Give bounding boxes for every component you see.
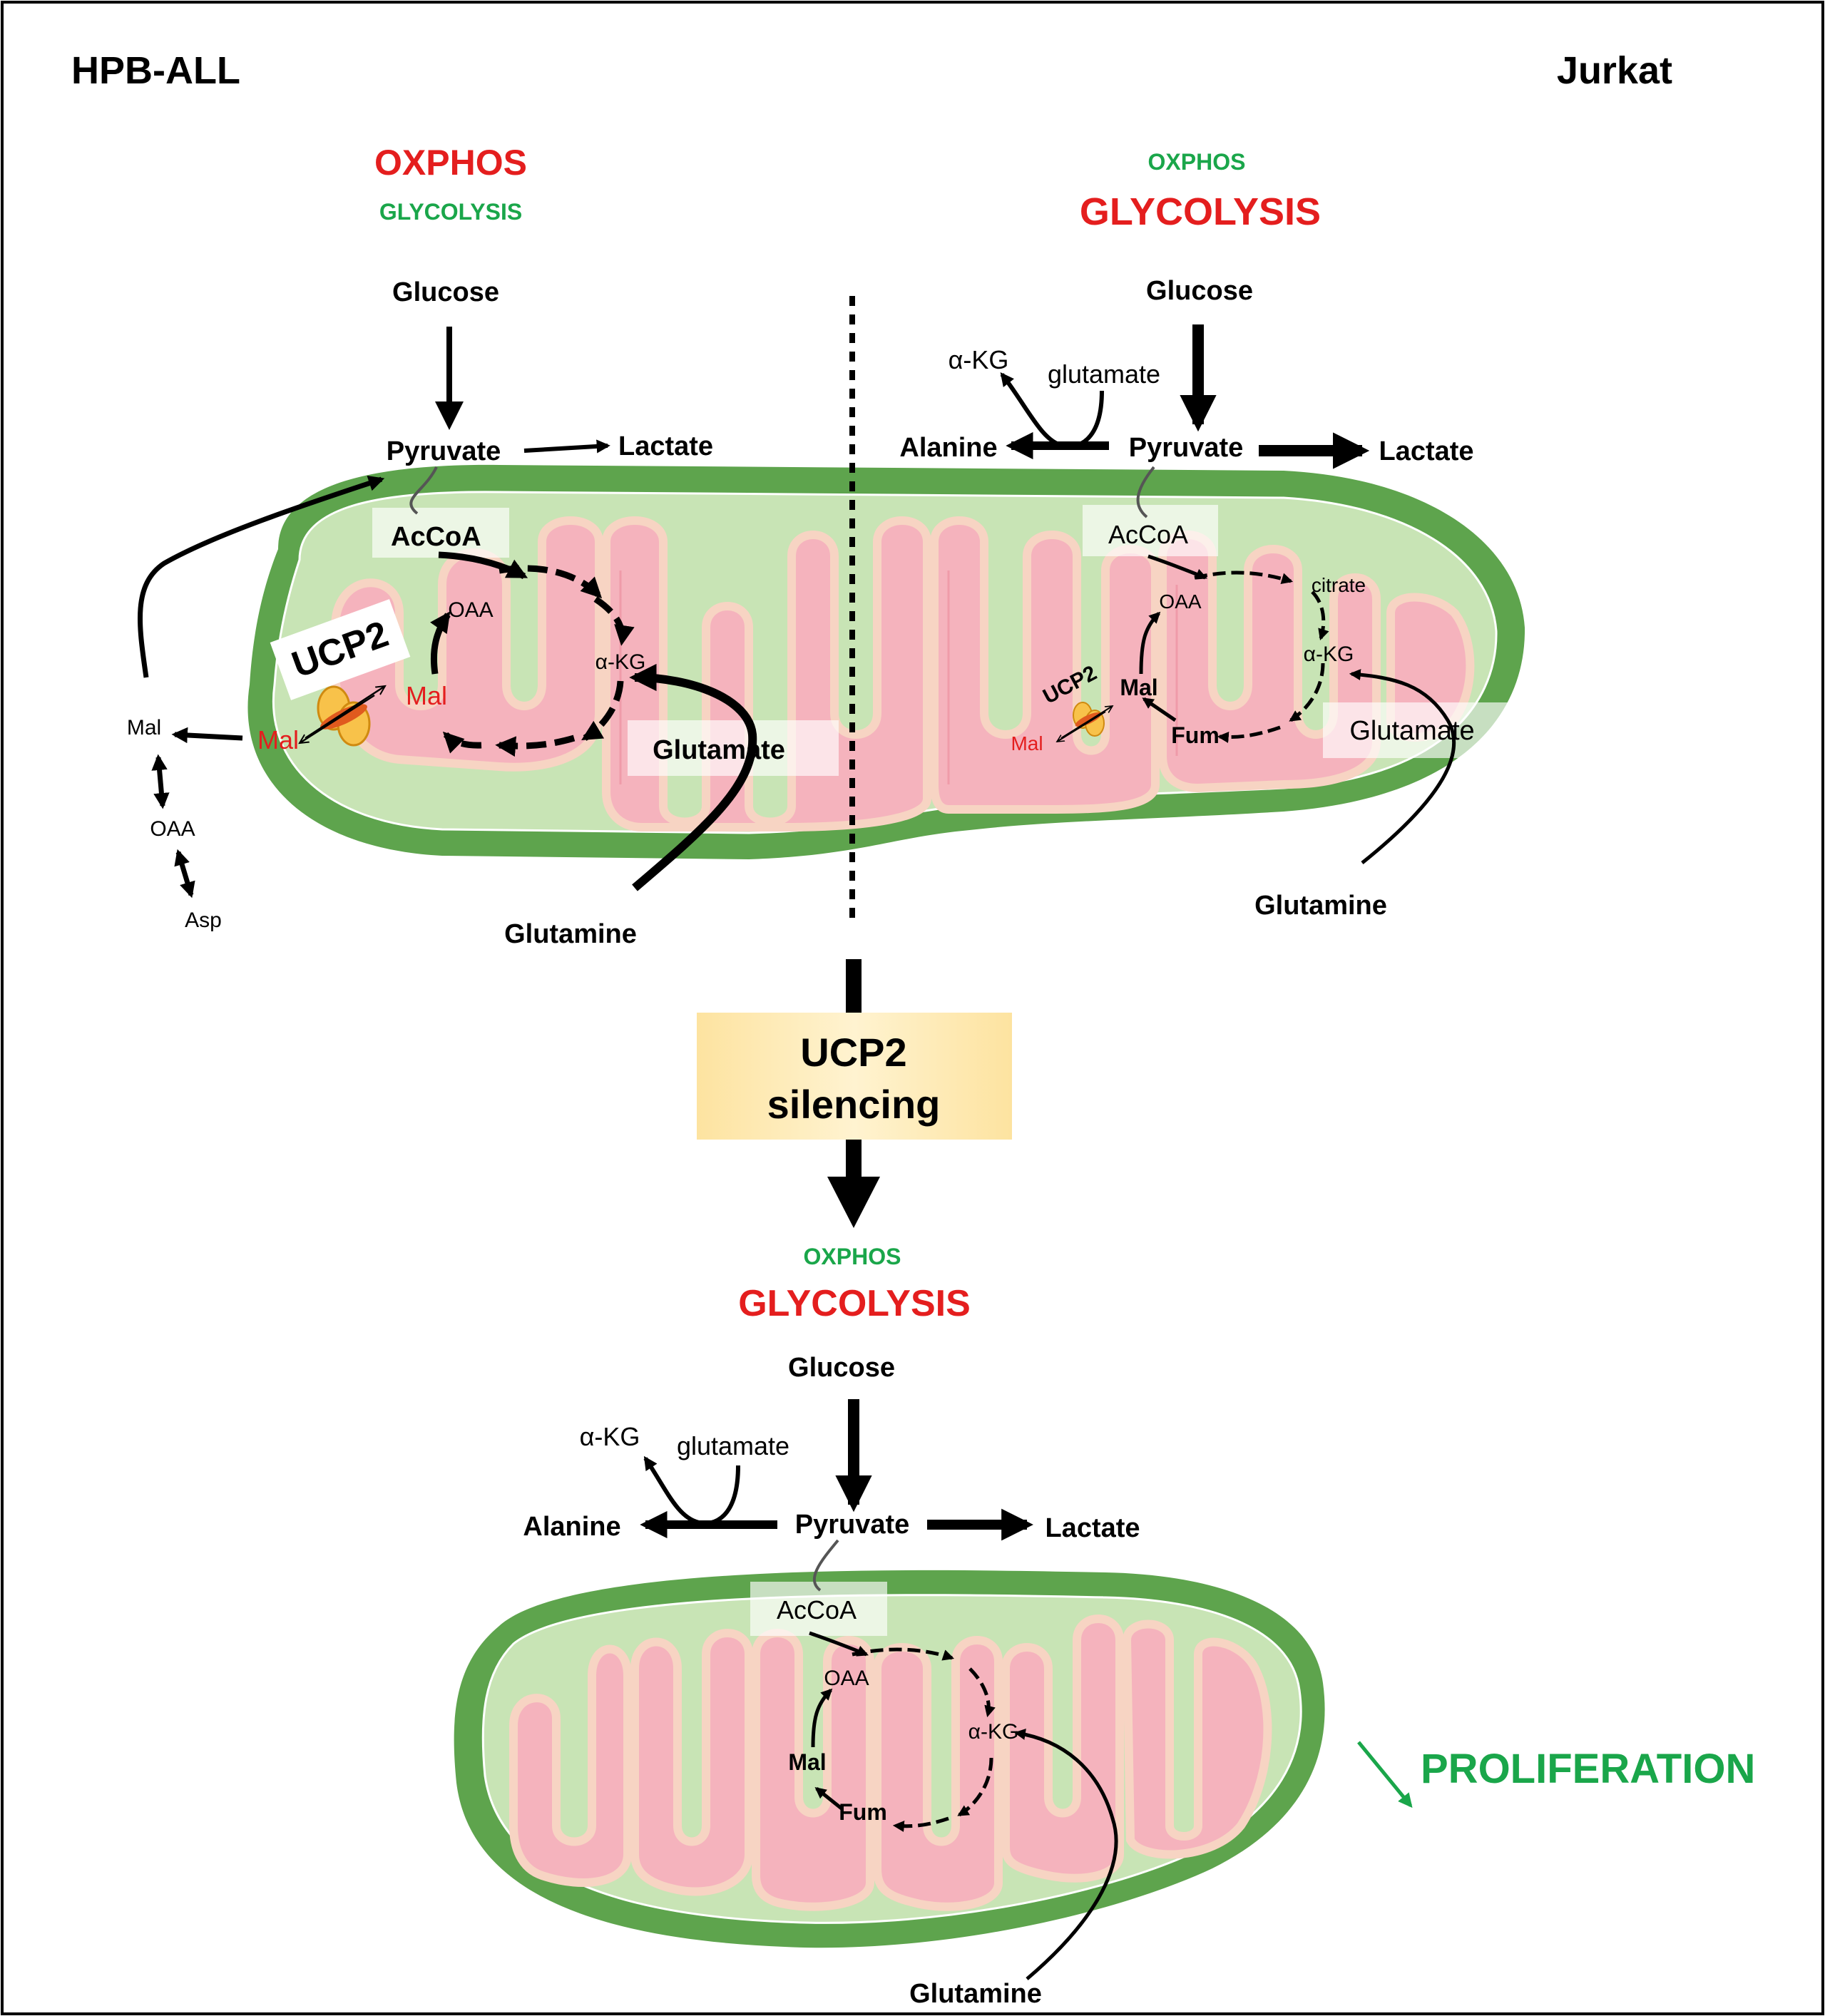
left-akg-label: α-KG xyxy=(595,650,646,674)
bottom-accoa-label: AcCoA xyxy=(777,1595,857,1624)
right-glutamine-label: Glutamine xyxy=(1254,891,1387,921)
right-cell-line-label: Jurkat xyxy=(1557,49,1672,92)
proliferation-down-arrow xyxy=(1357,1741,1413,1808)
right-panel: Jurkat OXPHOS GLYCOLYSIS Glucose α-KG gl… xyxy=(899,49,1672,921)
left-oxphos-label: OXPHOS xyxy=(374,143,527,183)
left-mal-membrane-label: Mal xyxy=(257,725,299,754)
bottom-panel: OXPHOS GLYCOLYSIS Glucose α-KG glutamate… xyxy=(523,1244,1755,2009)
bottom-glutamine-label: Glutamine xyxy=(909,1979,1042,2009)
bottom-glucose-label: Glucose xyxy=(788,1353,895,1383)
right-oaa-label: OAA xyxy=(1159,590,1201,613)
right-glycolysis-label: GLYCOLYSIS xyxy=(1080,190,1321,233)
right-pyruvate-label: Pyruvate xyxy=(1129,433,1244,463)
left-panel: HPB-ALL OXPHOS GLYCOLYSIS Glucose Pyruva… xyxy=(71,49,839,949)
bottom-lactate-label: Lactate xyxy=(1045,1513,1140,1543)
bottom-glycolysis-label: GLYCOLYSIS xyxy=(738,1283,971,1324)
bottom-fum-label: Fum xyxy=(839,1799,887,1825)
top-mito-cristae xyxy=(331,516,1475,832)
right-mal-membrane-label: Mal xyxy=(1011,732,1043,754)
right-akg-cyto-label: α-KG xyxy=(949,345,1009,374)
left-glycolysis-label: GLYCOLYSIS xyxy=(379,199,522,225)
left-cell-line-label: HPB-ALL xyxy=(71,49,240,92)
left-glutamate-label: Glutamate xyxy=(653,735,785,765)
left-accoa-label: AcCoA xyxy=(391,522,481,552)
left-pyruvate-label: Pyruvate xyxy=(387,436,501,466)
bottom-akg-label: α-KG xyxy=(968,1720,1019,1744)
right-alanine-label: Alanine xyxy=(899,433,997,463)
left-glutamine-label: Glutamine xyxy=(504,919,637,949)
left-mal-cytosol-label: Mal xyxy=(127,716,161,740)
right-mal-label: Mal xyxy=(1120,675,1157,700)
bottom-oaa-label: OAA xyxy=(824,1667,869,1690)
bottom-mal-label: Mal xyxy=(788,1749,826,1775)
left-asp-label: Asp xyxy=(185,909,222,932)
right-glucose-label: Glucose xyxy=(1146,276,1253,306)
left-lactate-label: Lactate xyxy=(618,431,713,461)
right-fum-label: Fum xyxy=(1171,722,1220,748)
right-oxphos-label: OXPHOS xyxy=(1148,149,1246,175)
silencing-box xyxy=(697,1013,1012,1140)
left-oaa-cytosol-label: OAA xyxy=(150,817,195,841)
proliferation-label: PROLIFERATION xyxy=(1421,1746,1755,1792)
right-glutamate-cyto-label: glutamate xyxy=(1048,359,1160,389)
bottom-mitochondrion xyxy=(454,1570,1325,1948)
bottom-oxphos-label: OXPHOS xyxy=(804,1244,901,1269)
bottom-akg-cyto-label: α-KG xyxy=(580,1422,640,1451)
silencing-line1: UCP2 xyxy=(800,1030,906,1075)
right-glutamate-label: Glutamate xyxy=(1349,716,1474,746)
bottom-glutamate-cyto-label: glutamate xyxy=(677,1431,789,1460)
right-citrate-label: citrate xyxy=(1312,574,1366,596)
top-mitochondrion xyxy=(247,464,1525,859)
bottom-mito-cristae xyxy=(509,1615,1272,1911)
left-glucose-label: Glucose xyxy=(392,277,499,307)
left-oaa-label: OAA xyxy=(448,598,493,622)
left-mal-matrix-label: Mal xyxy=(406,681,447,710)
bottom-pyruvate-label: Pyruvate xyxy=(795,1510,910,1540)
bottom-alanine-label: Alanine xyxy=(523,1512,620,1542)
silencing-line2: silencing xyxy=(767,1082,941,1127)
right-accoa-label: AcCoA xyxy=(1108,520,1188,549)
right-lactate-label: Lactate xyxy=(1379,436,1473,466)
ucp2-silencing-step: UCP2 silencing xyxy=(697,959,1012,1228)
right-akg-label: α-KG xyxy=(1304,643,1354,666)
